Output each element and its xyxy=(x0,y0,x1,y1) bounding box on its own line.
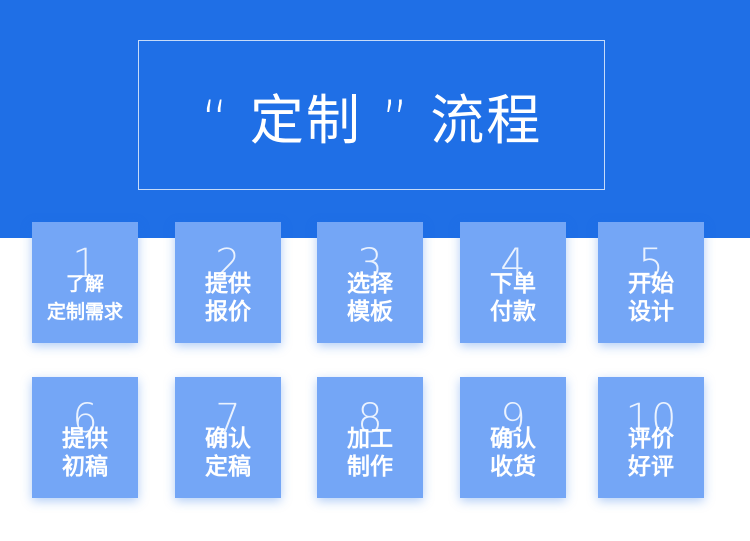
step-label: 确认 收货 xyxy=(490,426,536,480)
step-card-5: 5 开始 设计 xyxy=(598,222,704,343)
step-number: 5 xyxy=(638,241,664,287)
step-card-9: 9 确认 收货 xyxy=(460,377,566,498)
step-label: 提供 初稿 xyxy=(62,426,108,480)
step-label: 了解 定制需求 xyxy=(46,273,123,323)
title-frame: “ 定制 ” 流程 xyxy=(138,40,605,190)
step-card-6: 6 提供 初稿 xyxy=(32,377,138,498)
step-number: 10 xyxy=(625,396,677,442)
step-card-3: 3 选择 模板 xyxy=(317,222,423,343)
step-card-1: 1 了解 定制需求 xyxy=(32,222,138,343)
page-title: “ 定制 ” 流程 xyxy=(200,88,543,152)
step-label: 下单 付款 xyxy=(490,271,536,325)
step-label: 选择 模板 xyxy=(347,271,393,325)
header-banner: “ 定制 ” 流程 xyxy=(0,0,750,238)
step-card-4: 4 下单 付款 xyxy=(460,222,566,343)
step-card-7: 7 确认 定稿 xyxy=(175,377,281,498)
step-label: 确认 定稿 xyxy=(205,426,251,480)
step-number: 1 xyxy=(72,241,98,287)
step-label: 开始 设计 xyxy=(628,271,674,325)
step-label: 提供 报价 xyxy=(205,271,251,325)
step-label: 加工 制作 xyxy=(347,426,393,480)
step-number: 6 xyxy=(72,396,98,442)
step-number: 9 xyxy=(500,396,526,442)
step-card-2: 2 提供 报价 xyxy=(175,222,281,343)
step-number: 7 xyxy=(215,396,241,442)
step-number: 4 xyxy=(500,241,526,287)
step-number: 8 xyxy=(357,396,383,442)
step-card-8: 8 加工 制作 xyxy=(317,377,423,498)
step-number: 2 xyxy=(215,241,241,287)
step-number: 3 xyxy=(357,241,383,287)
step-card-10: 10 评价 好评 xyxy=(598,377,704,498)
step-label: 评价 好评 xyxy=(628,426,674,480)
